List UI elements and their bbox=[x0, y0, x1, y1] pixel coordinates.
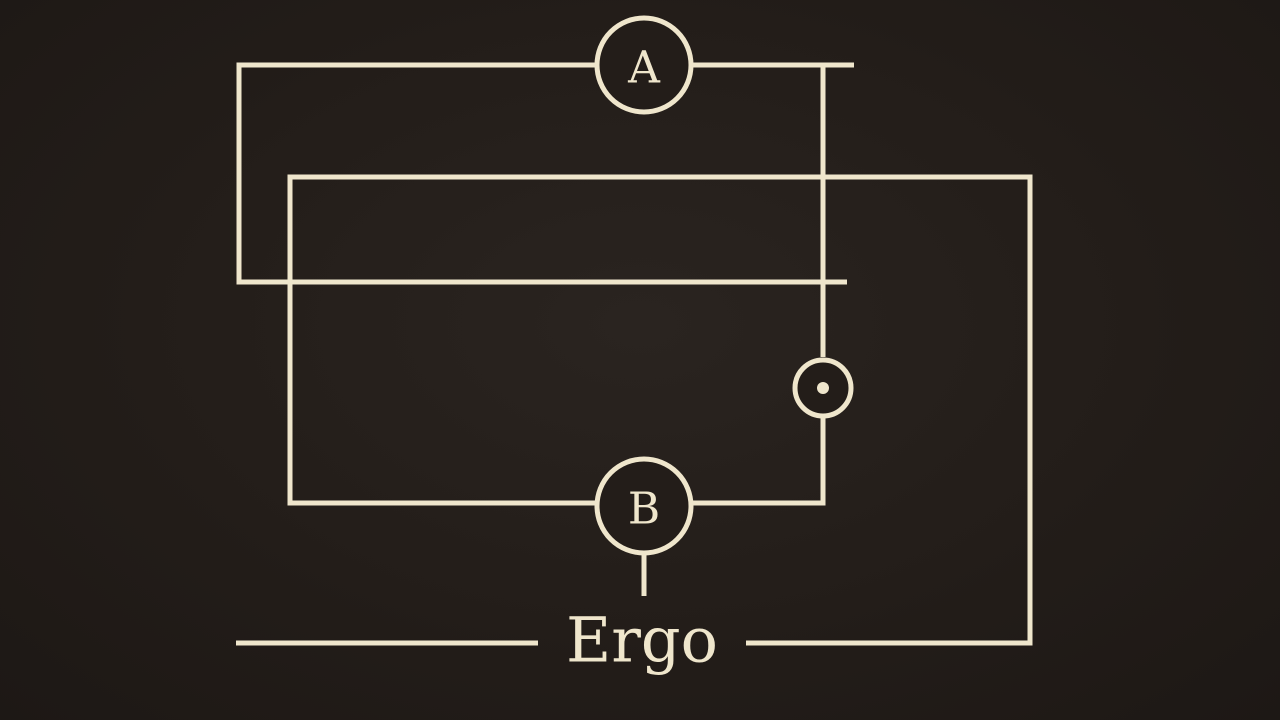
node-a-ring bbox=[594, 15, 694, 115]
node-b-ring bbox=[594, 456, 694, 556]
junction-dot-node bbox=[792, 357, 854, 419]
node-a-label: A bbox=[627, 43, 661, 94]
node-b: B bbox=[594, 456, 694, 556]
node-a: A bbox=[594, 15, 694, 115]
wire-right-rail-bottom bbox=[692, 418, 826, 506]
node-b-label: B bbox=[628, 484, 660, 535]
caption-ergo: Ergo bbox=[566, 604, 718, 677]
wire-upper-left-loop bbox=[236, 62, 847, 285]
junction-dot bbox=[817, 382, 829, 394]
wire-inner-loop bbox=[287, 174, 1033, 646]
